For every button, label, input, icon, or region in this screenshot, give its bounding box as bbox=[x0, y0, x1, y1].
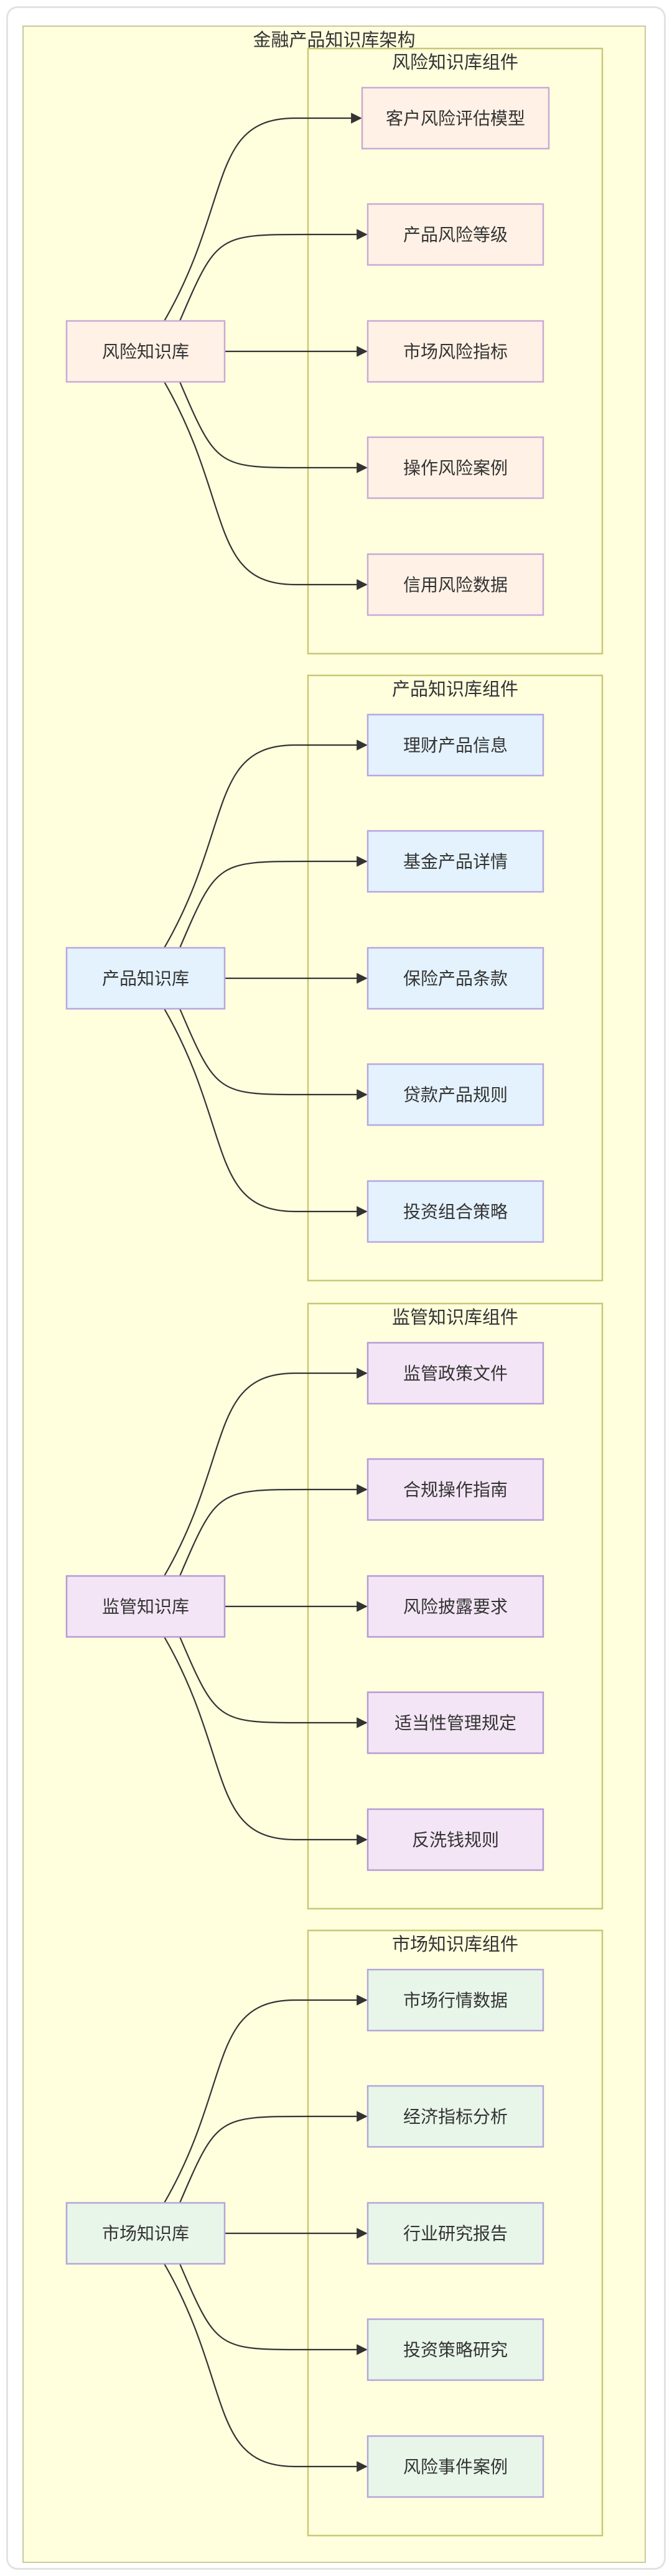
risk-item-node bbox=[366, 320, 544, 383]
market-item-node bbox=[366, 2435, 544, 2498]
product-item-node bbox=[366, 947, 544, 1010]
risk-item-node bbox=[366, 436, 544, 499]
product-item-label: 投资组合策略 bbox=[403, 1202, 508, 1222]
market-item-node bbox=[366, 2202, 544, 2265]
product-cluster-title: 产品知识库组件 bbox=[392, 679, 518, 700]
risk-cluster-title: 风险知识库组件 bbox=[392, 52, 518, 73]
product-item-label: 基金产品详情 bbox=[403, 851, 508, 872]
product-item-label: 保险产品条款 bbox=[403, 968, 508, 989]
market-hub-label: 市场知识库 bbox=[102, 2223, 189, 2244]
regulation-item-label: 合规操作指南 bbox=[403, 1480, 508, 1500]
regulation-edge-1 bbox=[179, 1484, 368, 1577]
market-item-label: 风险事件案例 bbox=[403, 2457, 508, 2477]
market-edge-3 bbox=[179, 2263, 368, 2355]
risk-item-label: 操作风险案例 bbox=[403, 458, 508, 478]
risk-edge-4 bbox=[164, 381, 368, 590]
risk-hub-label: 风险知识库 bbox=[102, 341, 189, 362]
regulation-item-label: 风险披露要求 bbox=[403, 1596, 508, 1617]
market-item-node bbox=[366, 2318, 544, 2381]
regulation-hub-node bbox=[65, 1575, 226, 1638]
regulation-item-node bbox=[366, 1458, 544, 1521]
regulation-edge-0 bbox=[164, 1368, 368, 1577]
risk-edge-1 bbox=[179, 229, 368, 322]
product-item-label: 理财产品信息 bbox=[403, 735, 508, 756]
market-cluster-title: 市场知识库组件 bbox=[392, 1934, 518, 1955]
risk-edge-3 bbox=[179, 381, 368, 473]
product-item-node bbox=[366, 713, 544, 777]
product-item-node bbox=[366, 830, 544, 893]
risk-edge-0 bbox=[164, 113, 362, 322]
product-edge-0 bbox=[164, 739, 368, 948]
regulation-item-label: 反洗钱规则 bbox=[412, 1830, 499, 1850]
regulation-item-label: 监管政策文件 bbox=[403, 1363, 508, 1384]
regulation-item-node bbox=[366, 1341, 544, 1405]
regulation-edge-3 bbox=[179, 1636, 368, 1728]
market-edge-1 bbox=[179, 2111, 368, 2203]
product-item-node bbox=[366, 1063, 544, 1126]
market-item-label: 经济指标分析 bbox=[403, 2106, 508, 2127]
market-item-label: 投资策略研究 bbox=[403, 2340, 508, 2360]
market-item-node bbox=[366, 2085, 544, 2148]
regulation-item-node bbox=[366, 1575, 544, 1638]
risk-item-label: 信用风险数据 bbox=[403, 575, 508, 595]
market-edge-0 bbox=[164, 1995, 368, 2203]
market-edge-4 bbox=[164, 2263, 368, 2472]
risk-item-node bbox=[361, 86, 550, 150]
risk-item-label: 产品风险等级 bbox=[403, 225, 508, 245]
product-hub-label: 产品知识库 bbox=[102, 968, 189, 989]
product-item-label: 贷款产品规则 bbox=[403, 1085, 508, 1105]
regulation-edge-4 bbox=[164, 1636, 368, 1845]
market-item-label: 市场行情数据 bbox=[403, 1990, 508, 2011]
product-edge-1 bbox=[179, 856, 368, 948]
diagram-title: 金融产品知识库架构 bbox=[253, 29, 415, 50]
market-hub-node bbox=[65, 2202, 226, 2265]
risk-item-label: 客户风险评估模型 bbox=[386, 108, 525, 129]
product-edge-4 bbox=[164, 1008, 368, 1217]
risk-item-node bbox=[366, 553, 544, 616]
regulation-cluster-title: 监管知识库组件 bbox=[392, 1307, 518, 1328]
market-item-label: 行业研究报告 bbox=[403, 2223, 508, 2244]
risk-item-label: 市场风险指标 bbox=[403, 341, 508, 362]
risk-hub-node bbox=[65, 320, 226, 383]
risk-item-node bbox=[366, 203, 544, 266]
regulation-item-label: 适当性管理规定 bbox=[394, 1713, 516, 1733]
regulation-item-node bbox=[366, 1691, 544, 1754]
market-item-node bbox=[366, 1968, 544, 2032]
regulation-hub-label: 监管知识库 bbox=[102, 1596, 189, 1617]
product-edge-3 bbox=[179, 1008, 368, 1100]
product-item-node bbox=[366, 1180, 544, 1243]
regulation-item-node bbox=[366, 1808, 544, 1871]
product-hub-node bbox=[65, 947, 226, 1010]
